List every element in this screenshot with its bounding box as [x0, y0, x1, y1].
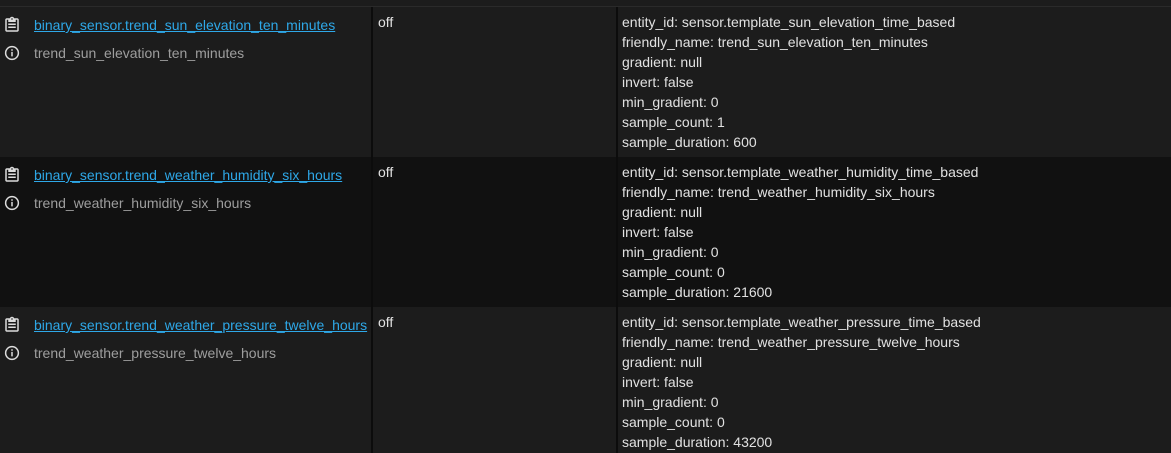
attribute-line: invert: false — [622, 374, 694, 390]
attribute-line: invert: false — [622, 74, 694, 90]
entity-cell: binary_sensor.trend_weather_humidity_six… — [0, 157, 371, 307]
state-cell: off — [373, 157, 616, 307]
attribute-line: entity_id: sensor.template_sun_elevation… — [622, 14, 956, 30]
table-top-edge — [0, 0, 1171, 7]
entity-cell: binary_sensor.trend_sun_elevation_ten_mi… — [0, 7, 371, 157]
column-divider — [371, 157, 373, 307]
attribute-line: min_gradient: 0 — [622, 94, 719, 110]
clipboard-list-icon[interactable] — [3, 16, 21, 34]
info-circle-icon[interactable] — [3, 344, 21, 362]
attribute-line: gradient: null — [622, 204, 703, 220]
table-row: binary_sensor.trend_weather_humidity_six… — [0, 157, 1171, 307]
info-circle-icon[interactable] — [3, 194, 21, 212]
entity-cell: binary_sensor.trend_weather_pressure_twe… — [0, 307, 371, 453]
column-divider — [616, 157, 618, 307]
column-divider — [371, 7, 373, 157]
attribute-line: sample_count: 0 — [622, 264, 725, 280]
clipboard-list-icon[interactable] — [3, 316, 21, 334]
state-cell: off — [373, 307, 616, 453]
state-value: off — [378, 314, 394, 330]
attribute-line: friendly_name: trend_sun_elevation_ten_m… — [622, 34, 928, 50]
entity-id-link[interactable]: binary_sensor.trend_weather_humidity_six… — [34, 167, 343, 183]
state-value: off — [378, 164, 394, 180]
attributes-cell: entity_id: sensor.template_weather_humid… — [618, 157, 1171, 307]
attribute-line: sample_duration: 21600 — [622, 284, 773, 300]
info-circle-icon[interactable] — [3, 44, 21, 62]
attribute-line: gradient: null — [622, 54, 703, 70]
state-value: off — [378, 14, 394, 30]
table-row: binary_sensor.trend_weather_pressure_twe… — [0, 307, 1171, 453]
attribute-line: min_gradient: 0 — [622, 394, 719, 410]
attribute-line: sample_count: 1 — [622, 114, 725, 130]
attribute-line: sample_count: 0 — [622, 414, 725, 430]
attributes-cell: entity_id: sensor.template_weather_press… — [618, 307, 1171, 453]
attribute-line: gradient: null — [622, 354, 703, 370]
attribute-line: entity_id: sensor.template_weather_humid… — [622, 164, 979, 180]
attribute-line: friendly_name: trend_weather_humidity_si… — [622, 184, 935, 200]
attribute-line: min_gradient: 0 — [622, 244, 719, 260]
attribute-line: invert: false — [622, 224, 694, 240]
column-divider — [616, 7, 618, 157]
attribute-list: entity_id: sensor.template_weather_humid… — [622, 162, 978, 302]
friendly-name: trend_sun_elevation_ten_minutes — [34, 45, 245, 61]
attribute-line: sample_duration: 600 — [622, 134, 757, 150]
attribute-list: entity_id: sensor.template_sun_elevation… — [622, 12, 955, 152]
attribute-line: entity_id: sensor.template_weather_press… — [622, 314, 981, 330]
attribute-line: friendly_name: trend_weather_pressure_tw… — [622, 334, 960, 350]
attribute-line: sample_duration: 43200 — [622, 434, 773, 450]
state-cell: off — [373, 7, 616, 157]
friendly-name: trend_weather_pressure_twelve_hours — [34, 345, 277, 361]
entity-id-link[interactable]: binary_sensor.trend_sun_elevation_ten_mi… — [34, 17, 336, 33]
table-row: binary_sensor.trend_sun_elevation_ten_mi… — [0, 7, 1171, 157]
friendly-name: trend_weather_humidity_six_hours — [34, 195, 252, 211]
column-divider — [616, 307, 618, 453]
attribute-list: entity_id: sensor.template_weather_press… — [622, 312, 981, 452]
column-divider — [371, 307, 373, 453]
entity-id-link[interactable]: binary_sensor.trend_weather_pressure_twe… — [34, 317, 368, 333]
attributes-cell: entity_id: sensor.template_sun_elevation… — [618, 7, 1171, 157]
clipboard-list-icon[interactable] — [3, 166, 21, 184]
